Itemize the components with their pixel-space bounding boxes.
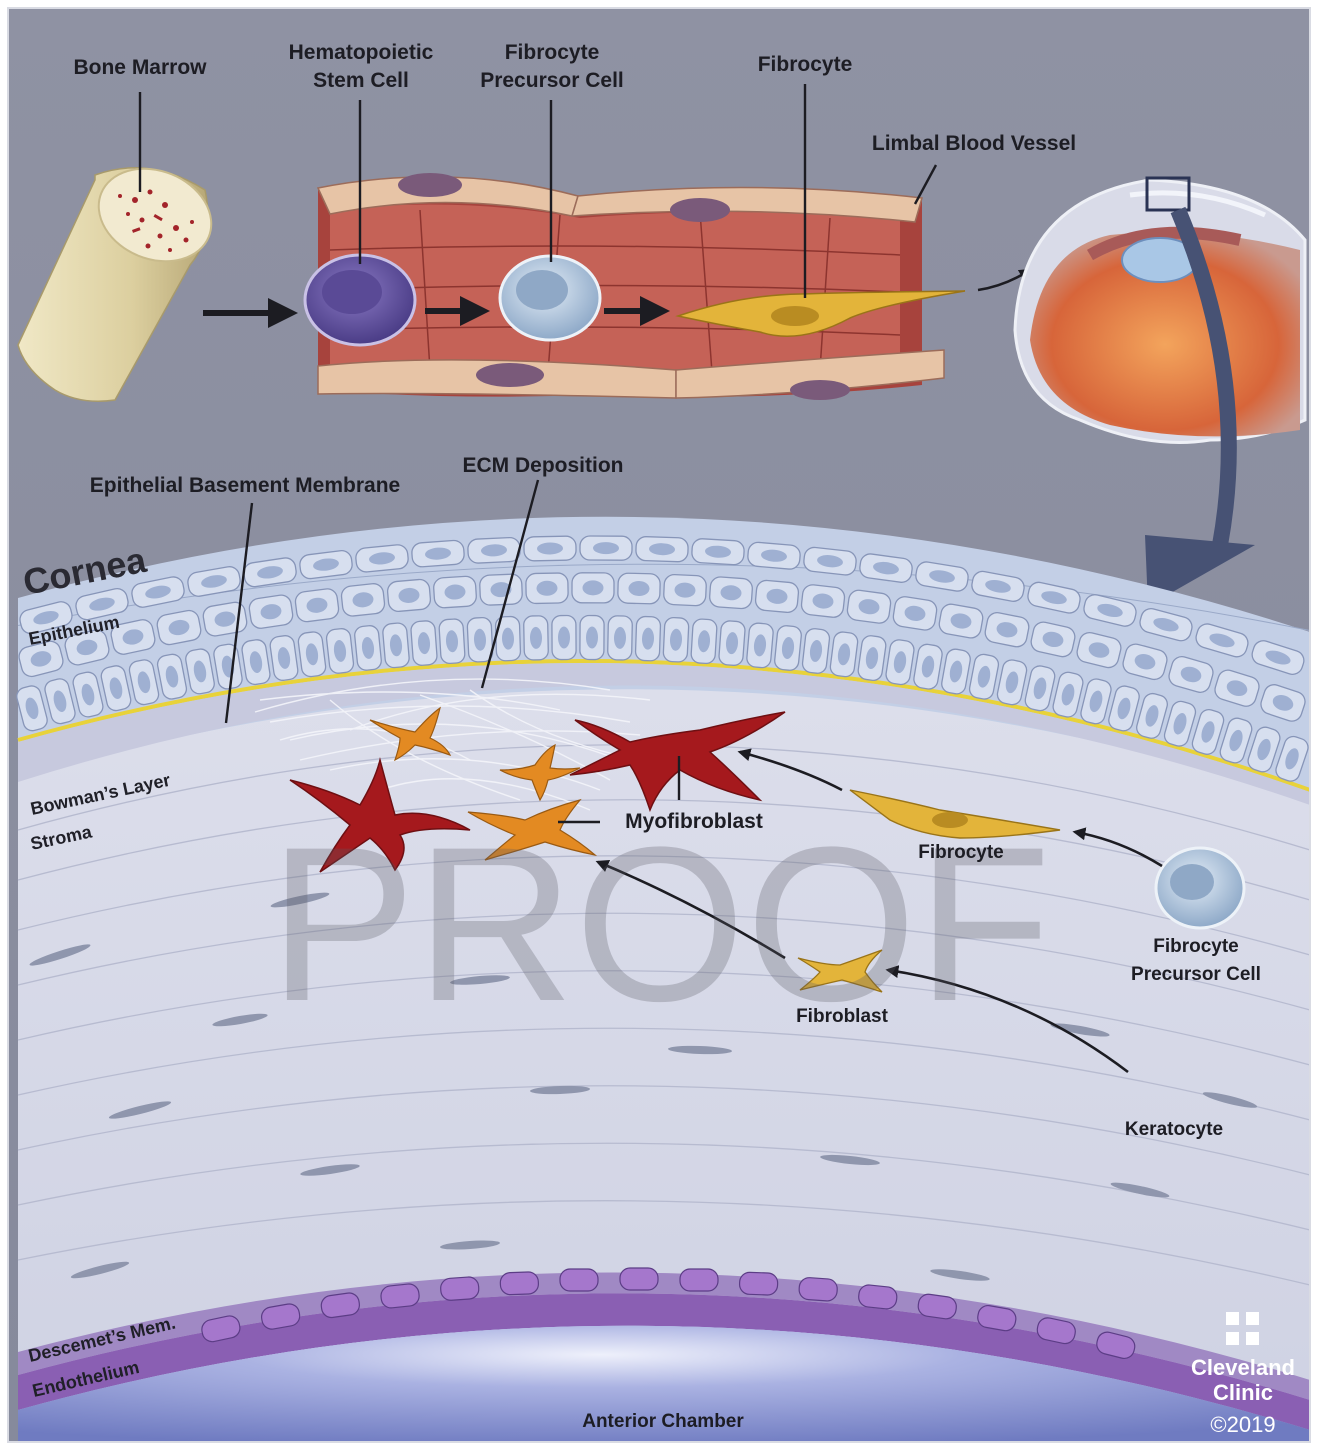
- brand-copyright: ©2019: [1210, 1412, 1275, 1437]
- label-limbal-vessel: Limbal Blood Vessel: [872, 132, 1076, 155]
- label-fpc-mid-line2: Precursor Cell: [1131, 964, 1261, 985]
- label-fpc-top-line2: Precursor Cell: [480, 69, 624, 92]
- brand-line1: Cleveland: [1191, 1355, 1295, 1380]
- brand-line2: Clinic: [1213, 1380, 1273, 1405]
- label-ecm: ECM Deposition: [463, 454, 624, 477]
- watermark-proof: PROOF: [269, 801, 1051, 1047]
- label-fpc-mid-line1: Fibrocyte: [1153, 936, 1239, 957]
- label-anterior-chamber: Anterior Chamber: [582, 1411, 744, 1432]
- label-hsc-line2: Stem Cell: [313, 69, 409, 92]
- hematopoietic-stem-cell: [305, 255, 415, 345]
- wing-epithelial-cell-nucleus: [582, 580, 603, 595]
- eye-cross-section: [1015, 180, 1305, 443]
- label-ebm: Epithelial Basement Membrane: [90, 474, 400, 497]
- label-keratocyte: Keratocyte: [1125, 1119, 1223, 1140]
- label-fibroblast: Fibroblast: [796, 1006, 889, 1027]
- label-myofibroblast: Myofibroblast: [625, 810, 763, 833]
- label-fibrocyte-mid: Fibrocyte: [918, 842, 1004, 863]
- fibrocyte-precursor-cell-top: [500, 256, 600, 340]
- label-bone-marrow: Bone Marrow: [73, 56, 207, 79]
- fibrocyte-top-nucleus: [771, 306, 819, 326]
- fibrocyte-precursor-cell-mid: [1156, 848, 1244, 928]
- label-fibrocyte-top: Fibrocyte: [758, 53, 853, 76]
- label-hsc-line1: Hematopoietic: [289, 41, 434, 64]
- label-fpc-top-line1: Fibrocyte: [505, 41, 600, 64]
